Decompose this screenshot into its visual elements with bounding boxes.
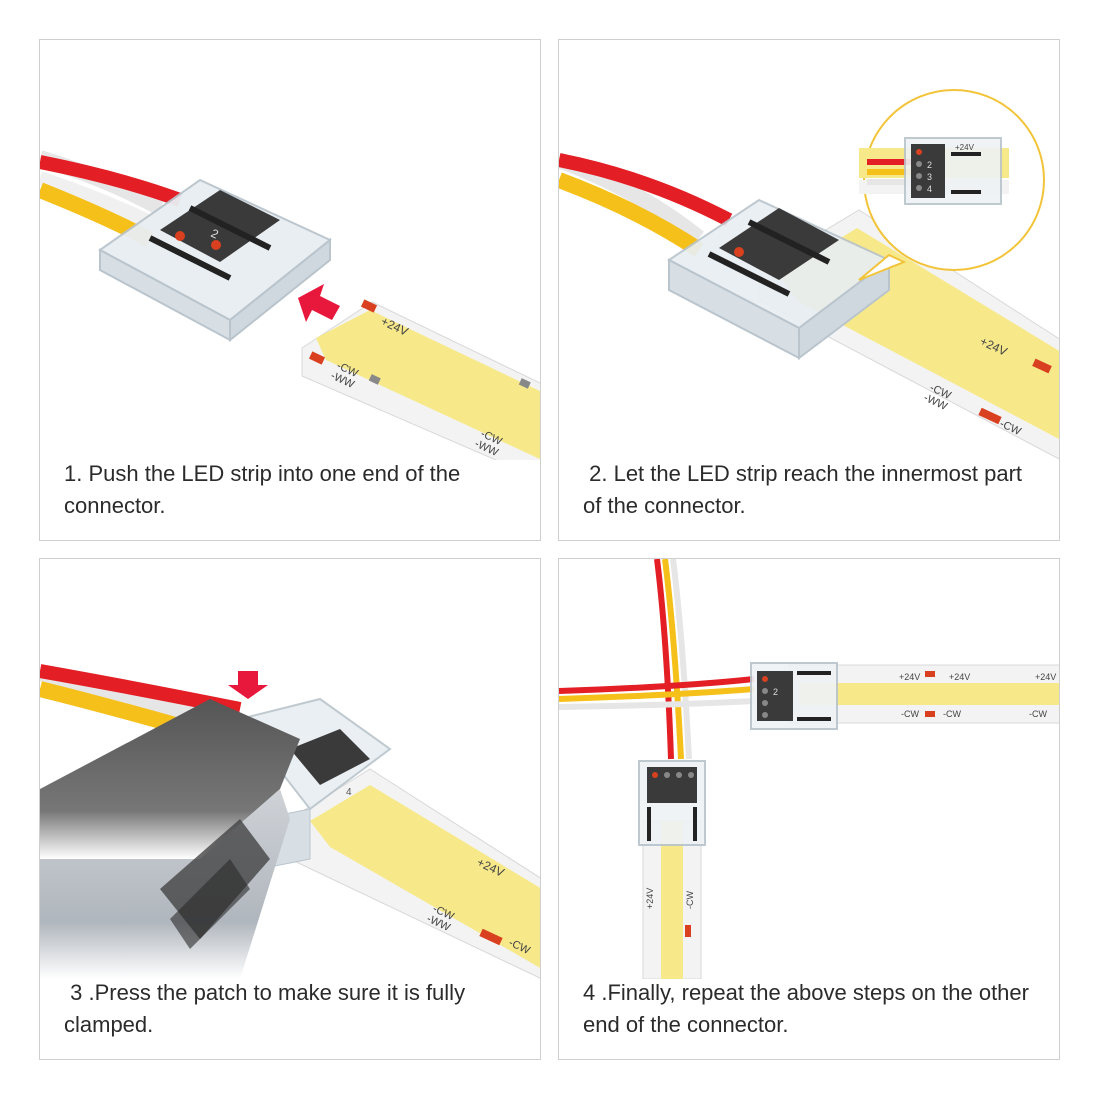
- step-1-panel: 2 +24V -CW -WW -CW -WW 1. Push the LED s…: [39, 39, 541, 541]
- strip-label-plus: +24V: [645, 888, 655, 909]
- step-4-panel: +24V +24V +24V -CW -CW -CW 2 +24V -CW: [558, 558, 1060, 1060]
- step-4-illustration: +24V +24V +24V -CW -CW -CW 2 +24V -CW: [559, 559, 1059, 979]
- led-strip: +24V -CW -WW -CW -WW: [301, 299, 540, 460]
- strip-label-plus: +24V: [949, 672, 970, 682]
- led-strip-vertical: +24V -CW: [642, 820, 702, 979]
- pin-label: 4: [346, 787, 352, 798]
- push-arrow: [298, 284, 340, 322]
- step-2-illustration: +24V -CW -WW -CW: [559, 89, 1059, 460]
- strip-label-plus: +24V: [899, 672, 920, 682]
- step-3-panel: +24V -CW -WW -CW 4 3 .Press the patch to…: [39, 558, 541, 1060]
- pin-label: 3: [927, 172, 932, 182]
- step-1-illustration: 2 +24V -CW -WW -CW -WW: [40, 150, 540, 460]
- press-arrow: [228, 671, 268, 699]
- step-3-caption: 3 .Press the patch to make sure it is fu…: [64, 980, 472, 1037]
- step-2-panel: +24V -CW -WW -CW: [558, 39, 1060, 541]
- strip-label-plus: +24V: [955, 143, 975, 152]
- pin-label: 4: [927, 184, 932, 194]
- connector: [667, 198, 891, 361]
- zoom-callout: 2 3 4 +24V: [858, 89, 1045, 281]
- strip-label-cw: -CW: [943, 709, 961, 719]
- led-strip: +24V -CW -WW -CW: [289, 768, 540, 979]
- crimping-tool: [40, 699, 300, 979]
- strip-label-cw: -CW: [685, 891, 695, 909]
- strip-label-cw: -CW: [1029, 709, 1047, 719]
- connector-horizontal: 2: [750, 662, 838, 730]
- step-2-caption: 2. Let the LED strip reach the innermost…: [583, 461, 1029, 518]
- connector-vertical: [638, 760, 706, 846]
- pin-label: 2: [773, 687, 778, 697]
- connector: 2: [98, 178, 332, 343]
- step-4-caption: 4 .Finally, repeat the above steps on th…: [583, 980, 1036, 1037]
- step-3-illustration: +24V -CW -WW -CW 4: [40, 664, 540, 979]
- step-1-caption: 1. Push the LED strip into one end of th…: [64, 461, 467, 518]
- strip-label-plus: +24V: [1035, 672, 1056, 682]
- pin-label: 2: [927, 160, 932, 170]
- strip-label-cw: -CW: [901, 709, 919, 719]
